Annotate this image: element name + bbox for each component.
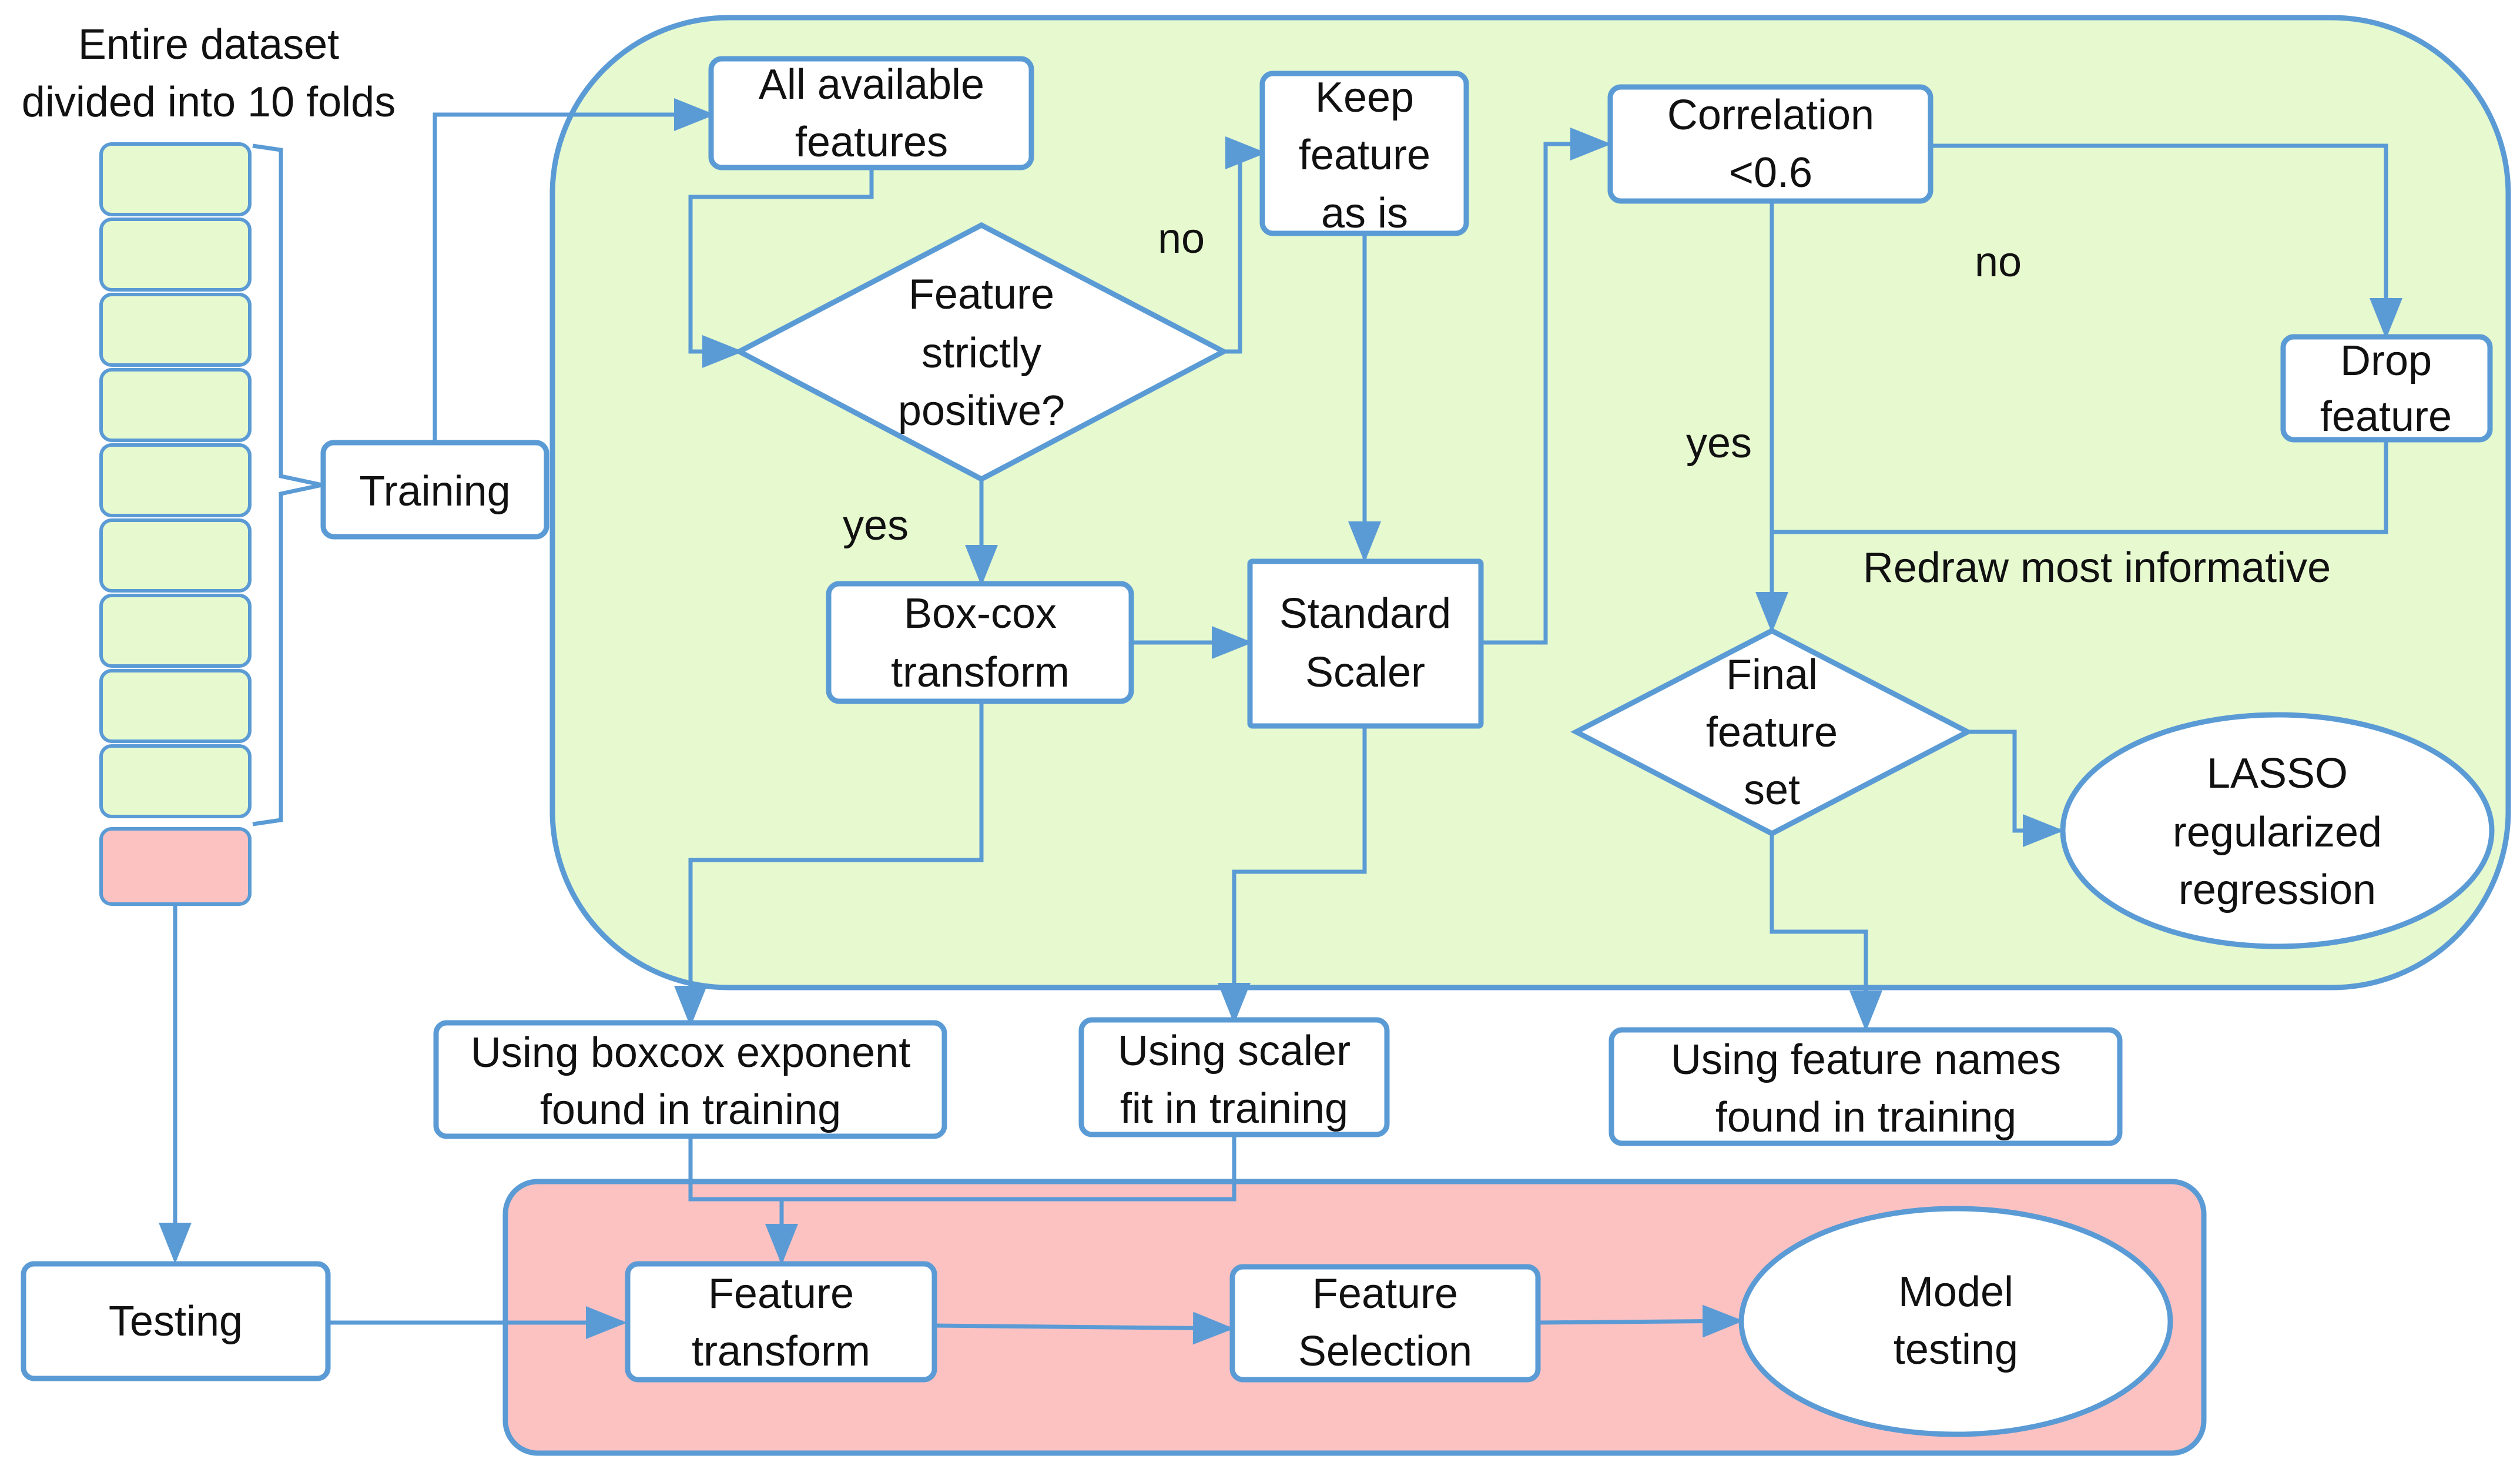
fold-stack [99,142,252,906]
node-standard-scaler: Standard Scaler [1247,558,1484,729]
node-final-feature-set: Final feature set [1570,627,1973,837]
drop-feature-line1: Drop [2340,337,2432,384]
all-features-line2: features [795,119,948,166]
node-all-features: All available features [708,56,1034,170]
node-correlation: Correlation <0.6 [1607,84,1933,204]
edge-final-to-lasso [1968,730,2064,847]
using-scaler-line2: fit in training [1120,1085,1348,1132]
node-training: Training [320,440,549,540]
edge-features-to-decision [688,168,874,368]
correlation-line1: Correlation [1667,92,1874,139]
standard-scaler-line2: Scaler [1305,649,1425,696]
feature-selection-line2: Selection [1298,1328,1472,1375]
fold-train [99,142,252,216]
fold-train [99,368,252,442]
drop-feature-line2: feature [2320,393,2452,440]
node-model-testing: Model testing [1738,1206,2173,1437]
strictly-positive-line2: strictly [921,330,1041,377]
fold-train [99,594,252,668]
edge-final-to-names [1770,834,1882,1032]
fold-train [99,217,252,292]
using-boxcox-line2: found in training [540,1086,841,1133]
node-using-feature-names: Using feature names found in training [1608,1027,2123,1146]
feature-selection-line1: Feature [1312,1270,1458,1317]
strictly-positive-line1: Feature [909,271,1054,318]
label-no-positive: no [1158,215,1205,262]
label-redraw: Redraw most informative [1863,544,2331,591]
edge-boxcox-to-using [674,701,984,1027]
final-feature-set-line2: feature [1706,709,1838,756]
node-feature-selection: Feature Selection [1229,1264,1541,1383]
fold-train [99,443,252,517]
fold-train [99,518,252,593]
node-testing: Testing [21,1261,331,1381]
label-yes-correlation: yes [1686,420,1752,467]
dataset-title-line2: divided into 10 folds [22,79,396,126]
edge-correlation-no [1931,143,2402,339]
fold-train [99,293,252,367]
node-boxcox: Box-cox transform [826,581,1134,704]
using-boxcox-line1: Using boxcox exponent [471,1029,910,1076]
lasso-line2: regularized [2173,809,2382,856]
node-using-boxcox: Using boxcox exponent found in training [433,1020,947,1139]
edge-training-to-features [433,98,715,444]
lasso-line1: LASSO [2207,750,2348,797]
lasso-line3: regression [2179,866,2376,913]
using-feature-names-line1: Using feature names [1671,1036,2061,1083]
node-lasso: LASSO regularized regression [2060,712,2495,949]
label-no-correlation: no [1975,239,2022,286]
edge-selection-to-model [1537,1304,1744,1338]
edge-scaler-to-using [1218,726,1367,1024]
edge-decision-no [1224,136,1266,354]
keep-feature-line2: feature [1299,132,1430,179]
edge-transform-to-selection [934,1311,1234,1345]
fold-bracket [252,143,323,826]
node-feature-transform: Feature transform [625,1261,937,1383]
fold-train [99,744,252,818]
connectors [159,98,2402,1345]
boxcox-line2: transform [891,649,1070,696]
fold-test [99,827,252,906]
strictly-positive-line3: positive? [898,387,1065,434]
testing-label: Testing [109,1298,243,1345]
standard-scaler-line1: Standard [1279,590,1451,637]
node-keep-feature: Keep feature as is [1259,71,1469,237]
boxcox-line1: Box-cox [904,590,1057,637]
using-feature-names-line2: found in training [1715,1094,2016,1141]
keep-feature-line3: as is [1321,190,1408,237]
node-drop-feature: Drop feature [2280,334,2493,443]
final-feature-set-line1: Final [1726,651,1818,698]
edge-using-to-transform [688,1135,1236,1202]
keep-feature-line1: Keep [1315,74,1414,121]
training-label: Training [359,468,510,515]
label-yes-positive: yes [843,502,909,549]
feature-transform-line1: Feature [708,1270,854,1317]
feature-transform-line2: transform [692,1328,870,1375]
all-features-line1: All available [759,61,984,108]
final-feature-set-line3: set [1744,767,1800,814]
model-testing-line1: Model [1898,1269,2013,1316]
node-strictly-positive: Feature strictly positive? [733,222,1229,483]
node-using-scaler: Using scaler fit in training [1078,1017,1390,1137]
using-scaler-line1: Using scaler [1118,1028,1351,1075]
edge-scaler-to-correlation [1481,128,1611,645]
fold-train [99,669,252,743]
correlation-line2: <0.6 [1729,149,1812,196]
dataset-title-line1: Entire dataset [78,21,339,68]
edge-drop-redraw [1772,440,2388,534]
model-testing-line2: testing [1894,1326,2018,1373]
